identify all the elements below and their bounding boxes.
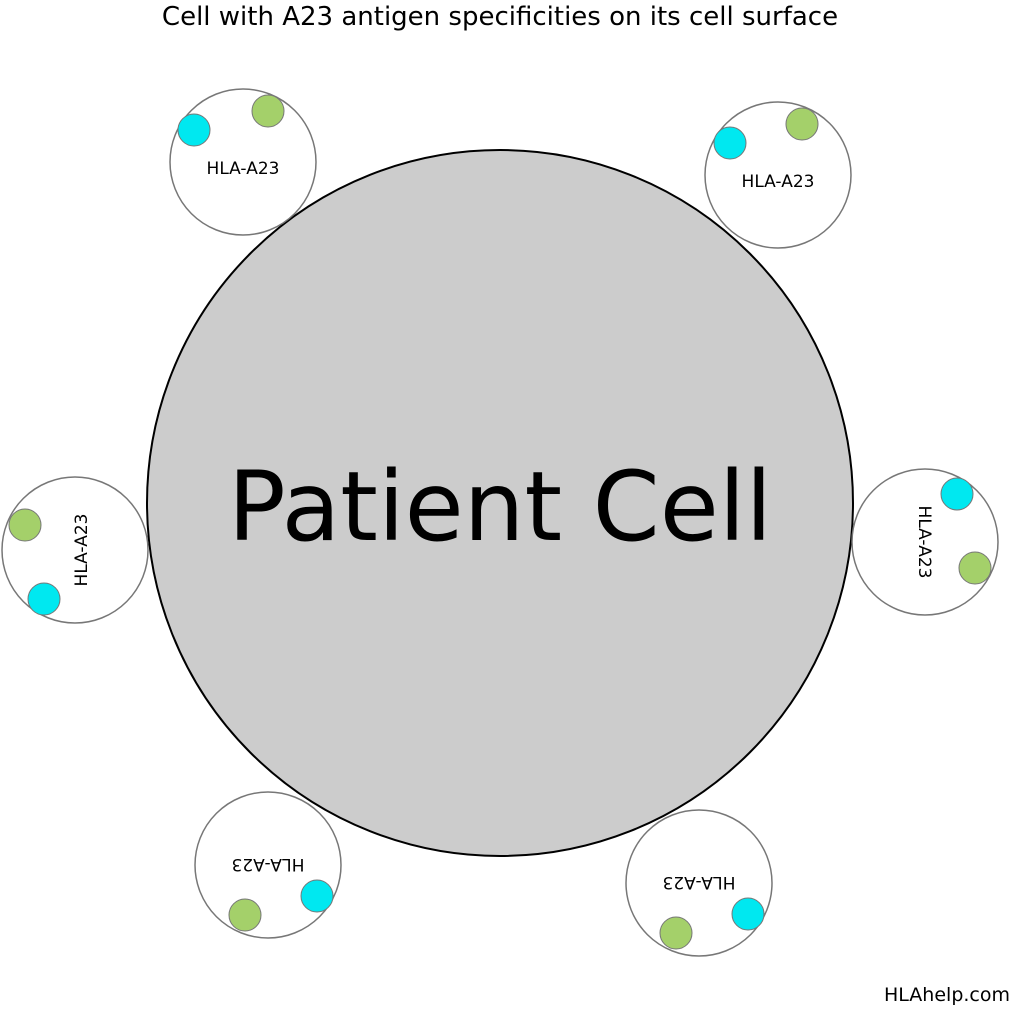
antigen-left: HLA-A23 bbox=[1, 476, 149, 624]
cyan-dot bbox=[27, 582, 61, 616]
antigen-label: HLA-A23 bbox=[663, 872, 736, 892]
green-dot bbox=[8, 508, 42, 542]
diagram-title: Cell with A23 antigen specificities on i… bbox=[161, 2, 839, 32]
antigen-right: HLA-A23 bbox=[851, 468, 999, 616]
antigen-top-right: HLA-A23 bbox=[704, 101, 852, 249]
green-dot bbox=[785, 107, 819, 141]
cyan-dot bbox=[177, 113, 211, 147]
green-dot bbox=[958, 551, 992, 585]
cyan-dot bbox=[713, 126, 747, 160]
cyan-dot bbox=[940, 477, 974, 511]
antigen-bottom-right: HLA-A23 bbox=[625, 809, 773, 957]
antigen-label: HLA-A23 bbox=[207, 159, 280, 179]
site-credit: HLAhelp.com bbox=[884, 984, 1010, 1006]
green-dot bbox=[659, 916, 693, 950]
patient-cell: Patient Cell bbox=[146, 149, 854, 857]
patient-cell-label: Patient Cell bbox=[228, 451, 772, 563]
antigen-label: HLA-A23 bbox=[914, 506, 934, 579]
cyan-dot bbox=[731, 897, 765, 931]
antigen-top-left: HLA-A23 bbox=[169, 88, 317, 236]
antigen-bottom-left: HLA-A23 bbox=[194, 791, 342, 939]
antigen-label: HLA-A23 bbox=[742, 172, 815, 192]
green-dot bbox=[228, 898, 262, 932]
green-dot bbox=[251, 94, 285, 128]
antigen-label: HLA-A23 bbox=[232, 854, 305, 874]
antigen-label: HLA-A23 bbox=[72, 514, 92, 587]
cyan-dot bbox=[300, 879, 334, 913]
patient-cell-body bbox=[146, 149, 854, 857]
